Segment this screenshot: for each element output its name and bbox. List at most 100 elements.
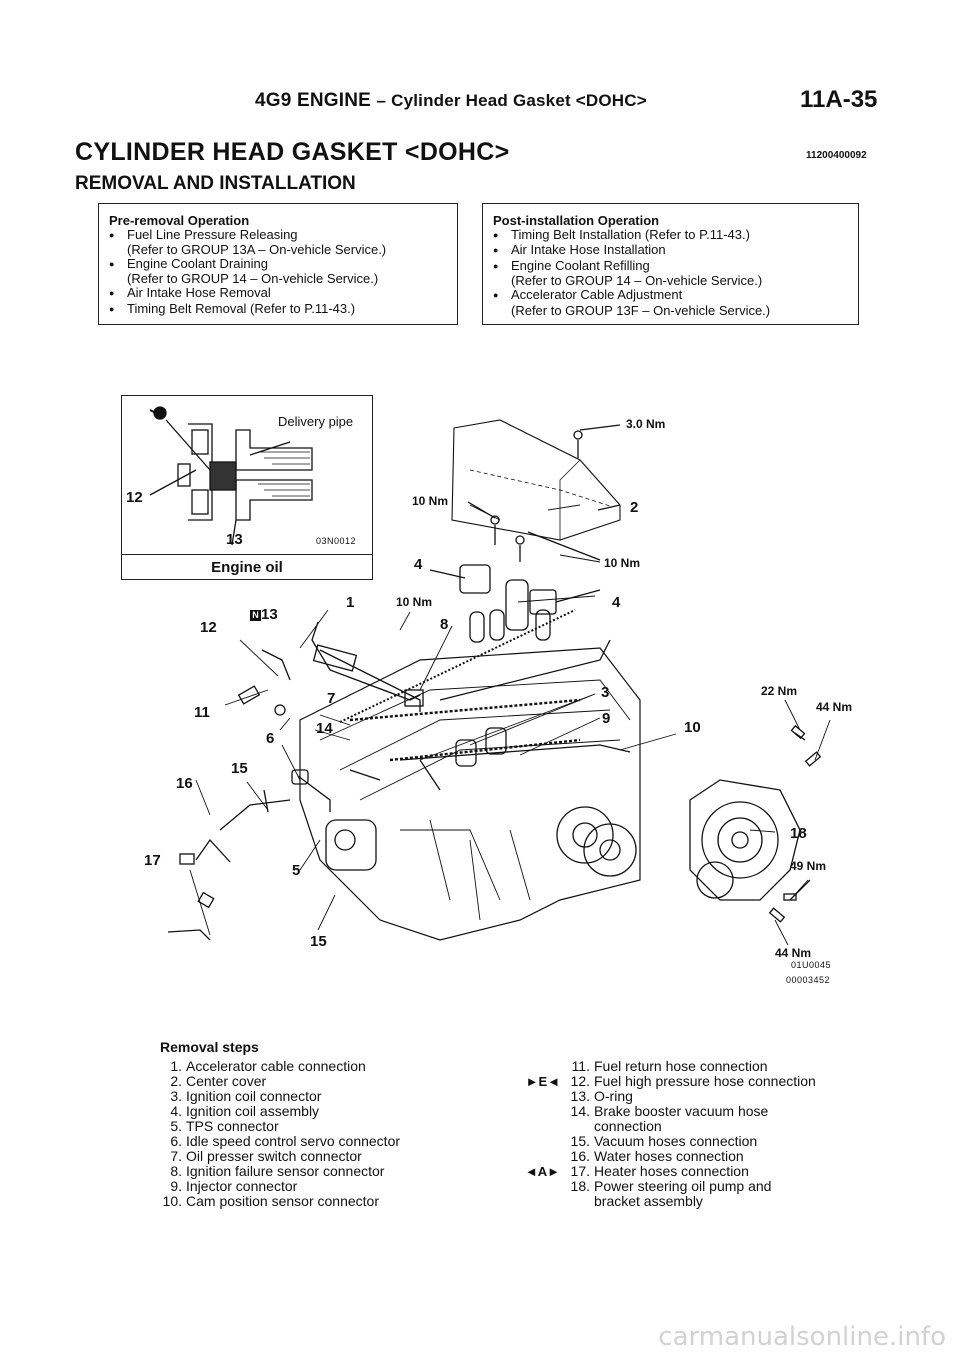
ignition-coil-assembly	[429, 564, 601, 643]
step-text: Vacuum hoses connection	[594, 1133, 758, 1149]
page-number: 11A-35	[800, 86, 878, 113]
step-number: 10.	[162, 1193, 182, 1209]
torque-10-b: 10 Nm	[604, 556, 641, 570]
document-code: 11200400092	[806, 150, 867, 161]
service-mark	[488, 1089, 560, 1104]
step-number: 14.	[570, 1103, 590, 1119]
page-header: 4G9 ENGINE – Cylinder Head Gasket <DOHC>	[255, 90, 647, 112]
step-text: Power steering oil pump and	[594, 1178, 772, 1194]
service-mark	[488, 1179, 560, 1194]
inset-label-13: 13	[226, 531, 243, 548]
pre-removal-line-text: Timing Belt Removal (Refer to P.11-43.)	[127, 300, 356, 316]
step-text: Injector connector	[186, 1178, 298, 1194]
pre-removal-line-text: Engine Coolant Draining	[127, 255, 268, 271]
step-number: 6.	[170, 1133, 182, 1149]
service-mark	[488, 1059, 560, 1074]
inset-caption: Engine oil	[211, 559, 283, 576]
step-number: 5.	[170, 1118, 182, 1134]
page-title: CYLINDER HEAD GASKET <DOHC>	[75, 138, 510, 166]
o-ring-icon	[209, 461, 237, 491]
removal-step: 18.Power steering oil pump and	[488, 1179, 888, 1194]
pre-removal-box: Pre-removal Operation Fuel Line Pressure…	[98, 203, 458, 325]
service-mark	[488, 1119, 560, 1134]
post-installation-line-text: (Refer to GROUP 13F – On-vehicle Service…	[511, 302, 771, 318]
post-installation-line-text: Accelerator Cable Adjustment	[511, 286, 683, 302]
service-mark	[488, 1149, 560, 1164]
step-text: Cam position sensor connector	[186, 1193, 379, 1209]
post-installation-line: Engine Coolant Refilling	[493, 259, 848, 275]
section-subtitle: REMOVAL AND INSTALLATION	[75, 173, 356, 194]
inset-divider	[122, 554, 372, 555]
delivery-pipe-detail	[149, 406, 313, 546]
step-text: Ignition failure sensor connector	[186, 1163, 385, 1179]
step-number: 13.	[570, 1088, 590, 1104]
torque-3-0: 3.0 Nm	[626, 417, 666, 431]
removal-step: 13.O-ring	[488, 1089, 888, 1104]
step-text: Heater hoses connection	[594, 1163, 749, 1179]
step-text: bracket assembly	[594, 1193, 703, 1209]
pre-removal-line: Air Intake Hose Removal	[109, 286, 447, 302]
step-number: 8.	[170, 1163, 182, 1179]
torque-44-b: 44 Nm	[775, 946, 812, 960]
part-label-4-b: 4	[612, 594, 621, 611]
torque-49: 49 Nm	[790, 859, 827, 873]
removal-step: connection	[488, 1119, 888, 1134]
removal-step: 8.Ignition failure sensor connector	[160, 1164, 480, 1179]
removal-step: 16.Water hoses connection	[488, 1149, 888, 1164]
part-label-12: 12	[200, 619, 217, 636]
removal-steps-heading: Removal steps	[160, 1039, 259, 1055]
post-installation-line: Accelerator Cable Adjustment	[493, 288, 848, 304]
post-installation-line-text: (Refer to GROUP 14 – On-vehicle Service.…	[511, 273, 763, 289]
post-installation-line-text: Engine Coolant Refilling	[511, 257, 650, 273]
part-label-16: 16	[176, 775, 193, 792]
step-number	[568, 1194, 590, 1209]
pre-removal-line: Engine Coolant Draining	[109, 257, 447, 273]
step-text: TPS connector	[186, 1118, 279, 1134]
step-number	[568, 1119, 590, 1134]
step-number: 1.	[170, 1058, 182, 1074]
inset-label-12: 12	[126, 489, 143, 506]
power-steering-pump	[689, 724, 822, 923]
step-text: Accelerator cable connection	[186, 1058, 366, 1074]
part-label-18: 18	[790, 825, 807, 842]
post-installation-heading: Post-installation Operation	[493, 213, 660, 228]
post-installation-line-text: Air Intake Hose Installation	[511, 242, 666, 258]
removal-steps-right: 11.Fuel return hose connection►E◄12.Fuel…	[488, 1059, 888, 1209]
part-label-8: 8	[440, 616, 449, 633]
part-label-2: 2	[630, 499, 639, 516]
post-installation-box: Post-installation Operation Timing Belt …	[482, 203, 859, 325]
removal-step: bracket assembly	[488, 1194, 888, 1209]
pre-removal-line: (Refer to GROUP 13A – On-vehicle Service…	[109, 243, 447, 257]
pre-removal-line-text: (Refer to GROUP 13A – On-vehicle Service…	[127, 242, 387, 258]
part-label-3: 3	[601, 684, 610, 701]
harness	[389, 738, 581, 762]
removal-step: 10.Cam position sensor connector	[160, 1194, 480, 1209]
removal-step: 11.Fuel return hose connection	[488, 1059, 888, 1074]
step-number: 4.	[170, 1103, 182, 1119]
torque-10-a: 10 Nm	[412, 494, 449, 508]
removal-step: 1.Accelerator cable connection	[160, 1059, 480, 1074]
figure-code-1: 01U0045	[791, 960, 832, 970]
service-mark	[488, 1134, 560, 1149]
watermark: carmanualsonline.info	[658, 1322, 946, 1352]
header-section: – Cylinder Head Gasket <DOHC>	[376, 91, 647, 110]
step-text: O-ring	[594, 1088, 633, 1104]
removal-step: 7.Oil presser switch connector	[160, 1149, 480, 1164]
part-label-14: 14	[316, 720, 333, 737]
step-text: Fuel high pressure hose connection	[594, 1073, 816, 1089]
step-number: 17.	[570, 1163, 590, 1179]
part-label-15-a: 15	[231, 760, 248, 777]
service-mark	[488, 1104, 560, 1119]
post-installation-line: Timing Belt Installation (Refer to P.11-…	[493, 227, 848, 244]
step-text: Ignition coil connector	[186, 1088, 322, 1104]
step-number: 18.	[570, 1178, 590, 1194]
delivery-pipe-label: Delivery pipe	[278, 414, 354, 429]
pre-removal-line: (Refer to GROUP 14 – On-vehicle Service.…	[109, 272, 447, 286]
step-text: Ignition coil assembly	[186, 1103, 320, 1119]
step-text: Oil presser switch connector	[186, 1148, 362, 1164]
pre-removal-line-text: Air Intake Hose Removal	[127, 284, 271, 300]
part-label-1: 1	[346, 594, 355, 611]
step-number: 9.	[170, 1178, 182, 1194]
